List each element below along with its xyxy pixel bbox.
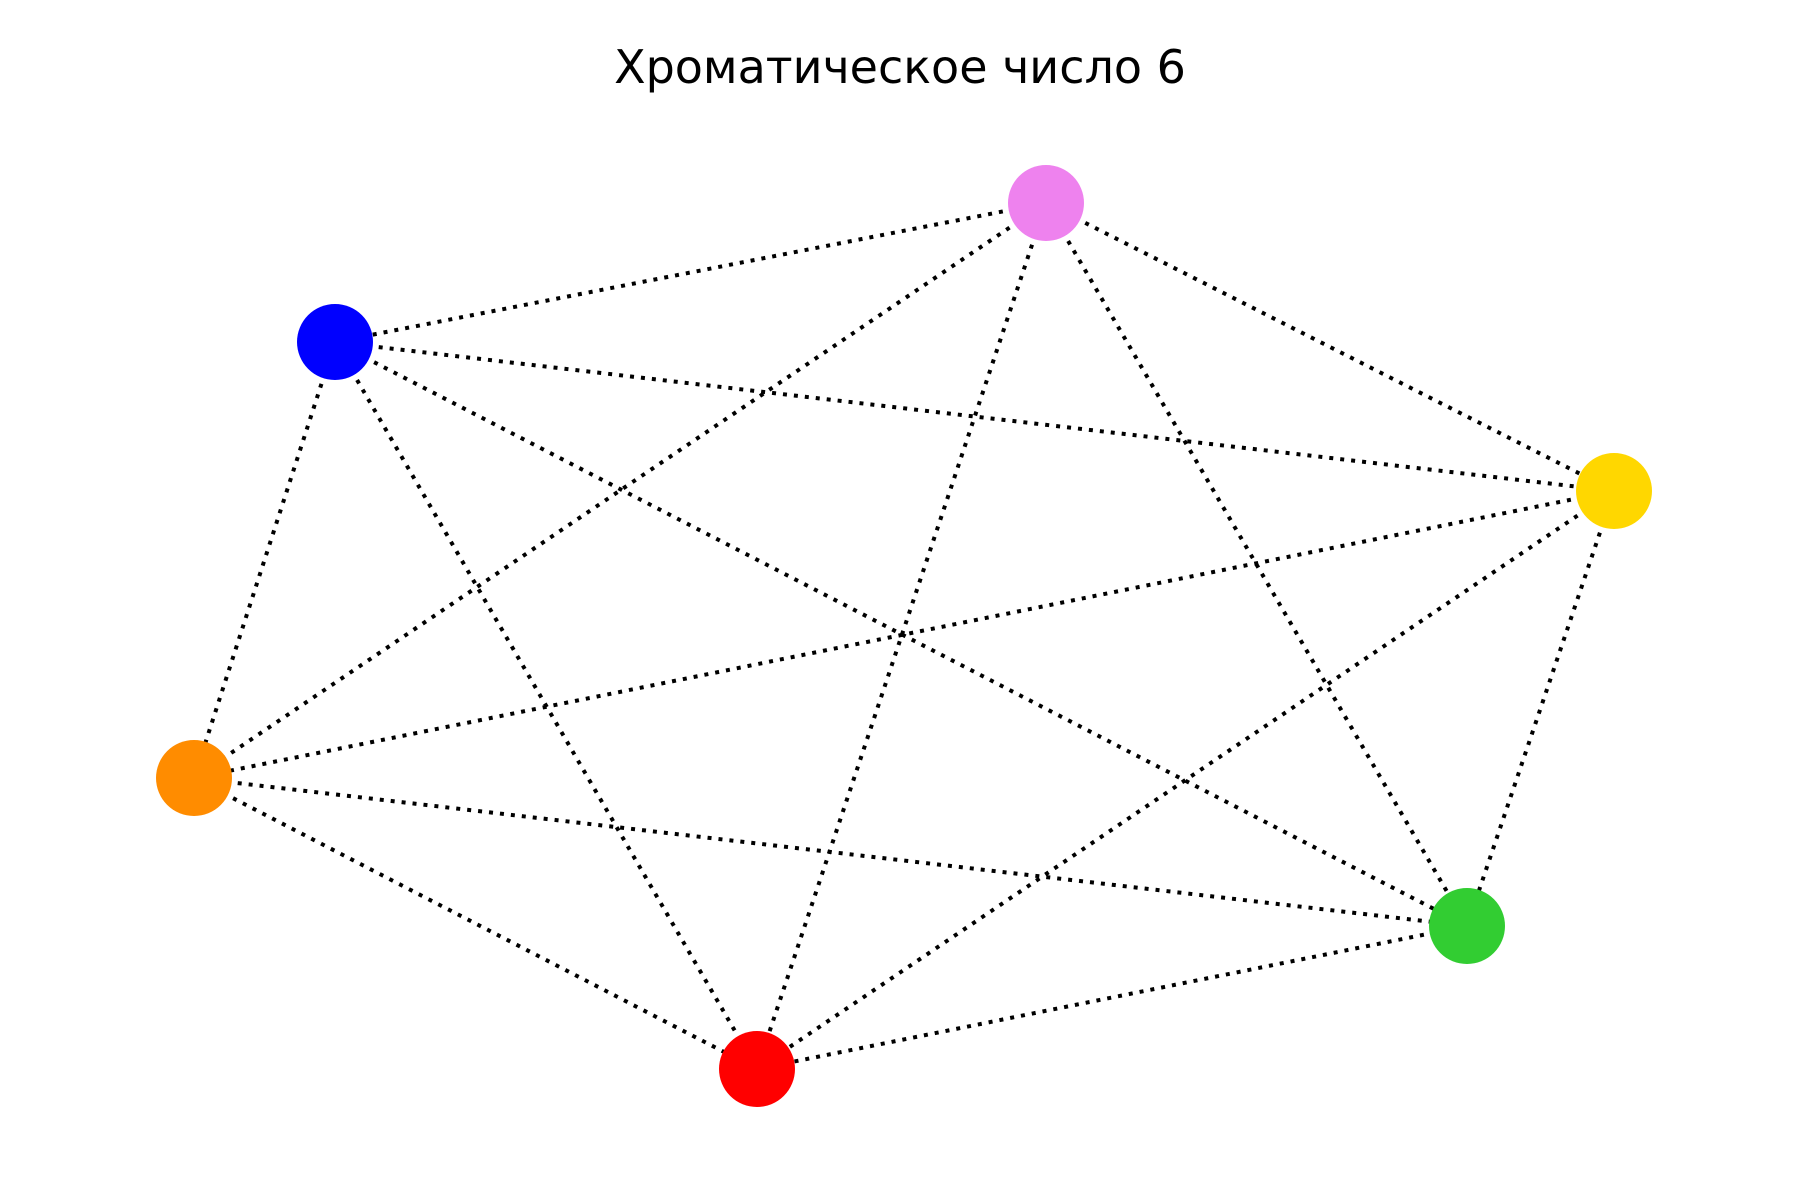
edge-orange-green [193,776,1468,928]
graph-nodes [156,165,1652,1107]
edge-yellow-green [1465,490,1616,927]
node-blue [297,304,373,380]
edge-pink-yellow [1045,201,1615,493]
node-red [719,1031,795,1107]
edge-pink-blue [334,201,1047,344]
node-green [1429,888,1505,964]
edge-blue-yellow [334,340,1615,493]
node-orange [156,740,232,816]
graph-edges [192,201,1616,1071]
edge-blue-orange [192,341,337,779]
edge-orange-red [193,776,758,1071]
node-pink [1008,165,1084,241]
node-yellow [1576,453,1652,529]
chart-title: Хроматическое число 6 [614,40,1186,94]
edge-yellow-red [755,489,1616,1071]
edge-pink-red [755,202,1048,1070]
edge-blue-green [334,340,1468,928]
